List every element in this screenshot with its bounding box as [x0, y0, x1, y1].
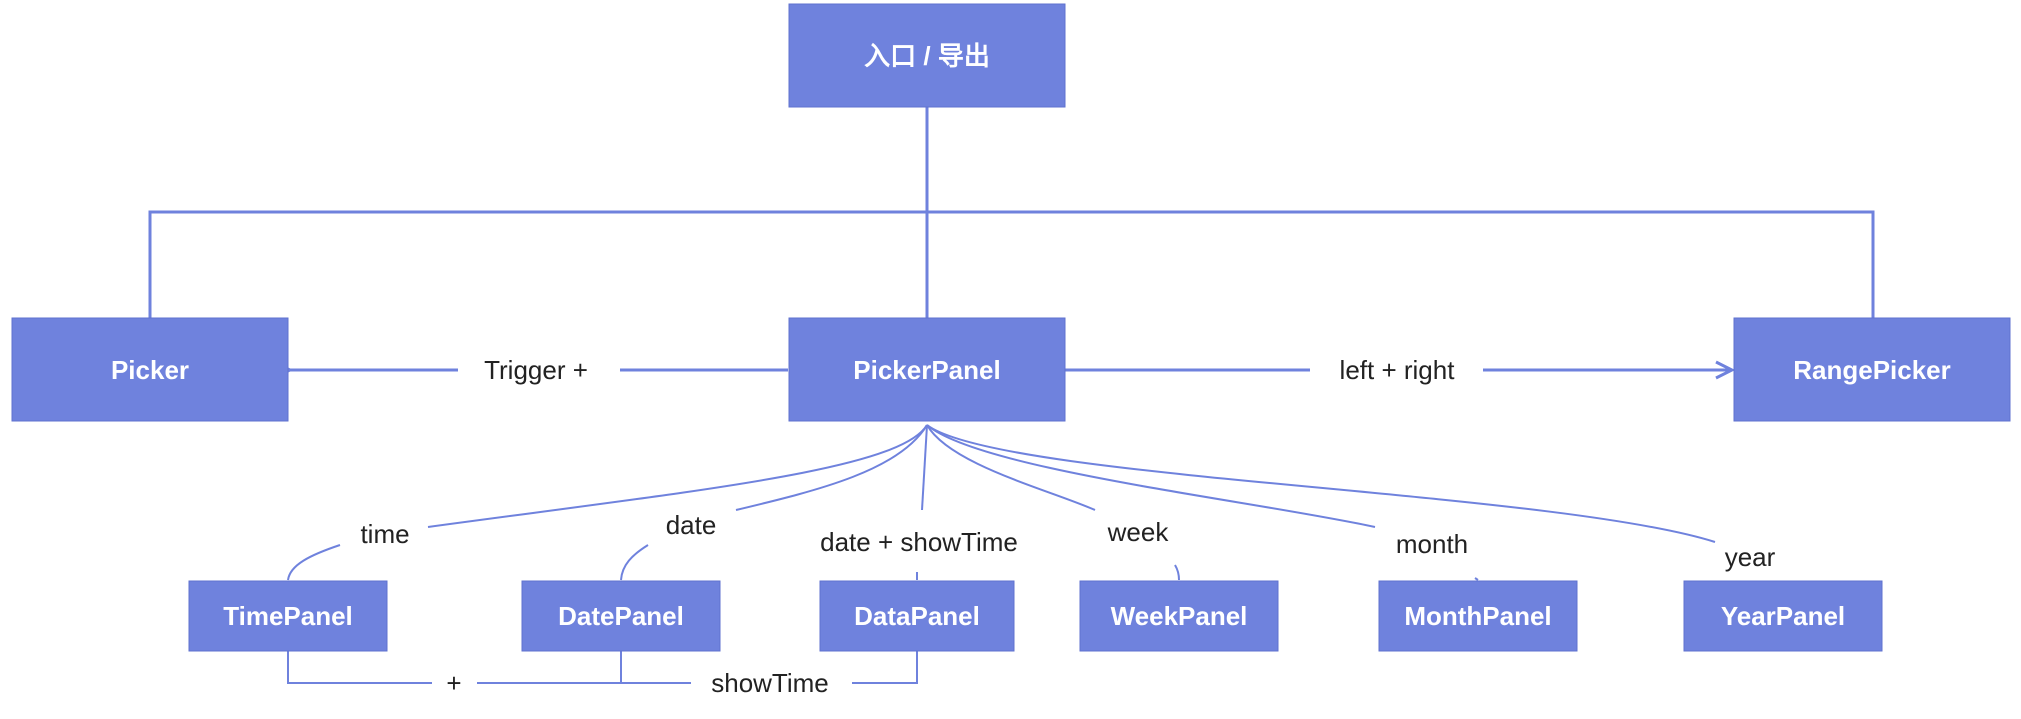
node-picker-panel[interactable]: PickerPanel [788, 317, 1066, 422]
node-range-picker-label: RangePicker [1793, 355, 1951, 385]
curve-month [926, 424, 1376, 528]
node-date-panel-label: DatePanel [558, 601, 684, 631]
node-entry[interactable]: 入口 / 导出 [788, 3, 1066, 108]
node-time-panel-label: TimePanel [223, 601, 353, 631]
node-date-panel[interactable]: DatePanel [521, 580, 721, 652]
node-time-panel[interactable]: TimePanel [188, 580, 388, 652]
curve-date-showtime [921, 424, 928, 511]
curve-month-tail [1474, 577, 1479, 581]
node-week-panel[interactable]: WeekPanel [1079, 580, 1279, 652]
node-picker-panel-label: PickerPanel [853, 355, 1000, 385]
label-year: year [1725, 542, 1776, 572]
label-date: date [666, 510, 717, 540]
curve-time-tail [287, 544, 341, 581]
node-data-panel-label: DataPanel [854, 601, 980, 631]
label-showtime: showTime [711, 668, 829, 698]
curve-date [735, 424, 928, 511]
label-date-showtime: date + showTime [820, 527, 1018, 557]
label-plus: + [446, 668, 461, 698]
label-month: month [1396, 529, 1468, 559]
left-right-label: left + right [1340, 355, 1456, 385]
node-month-panel[interactable]: MonthPanel [1378, 580, 1578, 652]
node-month-panel-label: MonthPanel [1404, 601, 1551, 631]
trigger-label: Trigger + [484, 355, 588, 385]
left-right-edge: left + right [1065, 355, 1732, 385]
node-range-picker[interactable]: RangePicker [1733, 317, 2011, 422]
node-week-panel-label: WeekPanel [1111, 601, 1248, 631]
bracket-left [287, 651, 432, 684]
curve-time [427, 424, 928, 528]
node-year-panel[interactable]: YearPanel [1683, 580, 1883, 652]
panel-curves [287, 424, 1716, 581]
trigger-edge: Trigger + [290, 355, 788, 385]
node-year-panel-label: YearPanel [1721, 601, 1845, 631]
node-picker-label: Picker [111, 355, 189, 385]
curve-date-tail [620, 544, 649, 581]
node-picker[interactable]: Picker [11, 317, 289, 422]
label-time: time [360, 519, 409, 549]
curve-week-tail [1174, 564, 1180, 581]
composition-bracket: + showTime [287, 651, 918, 698]
bracket-right [852, 651, 918, 684]
curve-year [926, 424, 1716, 543]
node-entry-label: 入口 / 导出 [864, 41, 990, 71]
label-week: week [1107, 517, 1170, 547]
curve-week [926, 424, 1096, 511]
entry-connectors [148, 107, 1875, 318]
node-data-panel[interactable]: DataPanel [819, 580, 1015, 652]
bus-to-picker-line [148, 210, 1875, 318]
